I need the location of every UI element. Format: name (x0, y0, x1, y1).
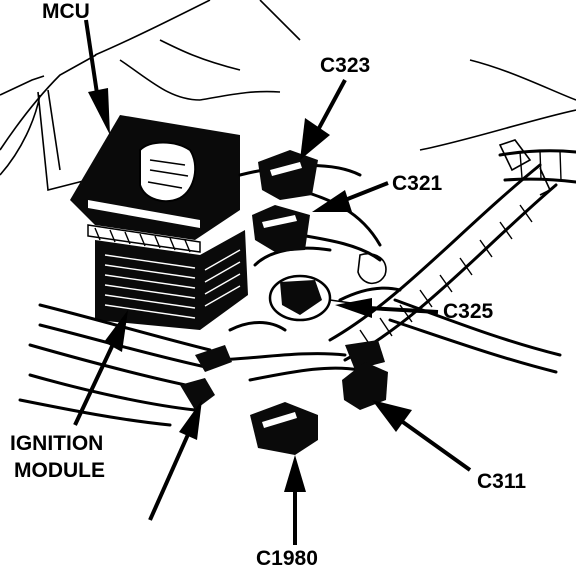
connector-c321 (252, 205, 310, 252)
connector-c323 (258, 150, 318, 200)
label-c321: C321 (392, 172, 443, 195)
arrow-ignition-module-head (104, 310, 128, 352)
label-c323: C323 (320, 54, 370, 77)
arrow-ignition-module (73, 339, 117, 426)
connector-c311 (342, 362, 388, 410)
label-ignition: IGNITION (10, 432, 103, 455)
connector-c325 (268, 274, 385, 370)
arrow-c1980-head (284, 455, 306, 492)
arrow-mcu-head (88, 88, 110, 135)
arrow-c311 (398, 418, 472, 472)
arrow-c325 (367, 306, 439, 314)
arrow-c323 (316, 79, 347, 131)
arrow-c323-head (300, 118, 330, 160)
harness-clips (180, 139, 552, 410)
mcu-unit (70, 115, 240, 240)
label-mcu: MCU (42, 0, 90, 23)
label-module: MODULE (14, 459, 105, 482)
ignition-module (87, 224, 248, 330)
arrow-mcu (84, 19, 100, 101)
arrow-c321-head (312, 190, 352, 212)
label-c311: C311 (477, 470, 526, 493)
label-c1980: C1980 (256, 547, 318, 570)
arrow-c321 (339, 181, 389, 204)
body-panel (0, 0, 576, 192)
arrow-c325-head (335, 298, 372, 318)
arrow-unlabeled (148, 429, 192, 521)
arrow-unlabeled-head (179, 400, 202, 440)
connector-c1980 (250, 402, 318, 455)
label-c325: C325 (443, 300, 494, 323)
arrow-c311-head (372, 400, 412, 432)
pointer-arrows (73, 19, 472, 545)
